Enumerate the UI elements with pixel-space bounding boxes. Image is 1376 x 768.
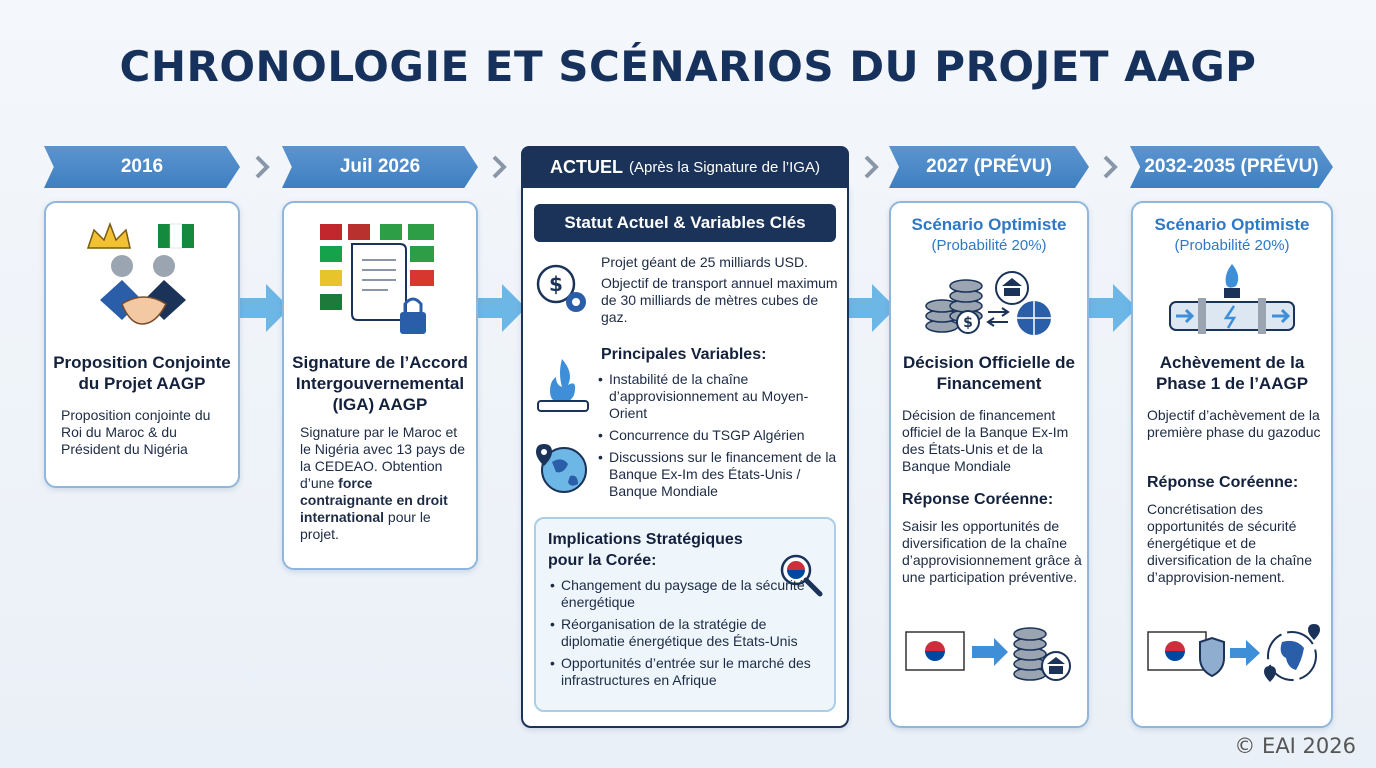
status-line-2: Objectif de transport annuel maximum de … [601, 275, 838, 325]
implication-item: Changement du paysage de la sécurité éne… [550, 577, 830, 611]
globe-location-icon [534, 440, 592, 496]
header-main-label: ACTUEL [550, 156, 624, 177]
variable-item: Instabilité de la chaîne d’approvisionne… [598, 371, 843, 422]
scenario-label: Scénario Optimiste (Probabilité 20%) [889, 214, 1089, 256]
coins-bank-globe-icon: $ [922, 266, 1056, 340]
card-text-part: Signature par le Maroc et le Nigéria ave… [300, 424, 465, 491]
chevron-right-icon [861, 152, 881, 182]
response-title: Réponse Coréenne: [1147, 474, 1299, 491]
stage-card-2016 [44, 201, 240, 488]
variable-item: Discussions sur le financement de la Ban… [598, 449, 843, 500]
implications-title: Implications Stratégiques pour la Corée: [548, 531, 743, 569]
page-title: CHRONOLOGIE ET SCÉNARIOS DU PROJET AAGP [119, 42, 1257, 91]
flow-arrow-icon [1087, 280, 1137, 336]
scenario-name: Scénario Optimiste [911, 215, 1067, 234]
card-title: Proposition Conjointe du Projet AAGP [53, 353, 231, 393]
card-title: Signature de l’Accord Intergouvernementa… [292, 353, 468, 414]
copyright: © EAI 2026 [1234, 734, 1356, 758]
nigeria-flag-icon [158, 223, 194, 249]
card-text: Proposition conjointe du Roi du Maroc & … [61, 407, 211, 457]
scenario-probability: (Probabilité 20%) [931, 237, 1047, 254]
stage-header-2027: 2027 (PRÉVU) [889, 146, 1089, 188]
header-label: 2027 (PRÉVU) [926, 156, 1052, 177]
response-title: Réponse Coréenne: [902, 491, 1054, 508]
header-sub-label: (Après la Signature de l’IGA) [629, 158, 820, 176]
implication-item: Réorganisation de la stratégie de diplom… [550, 616, 830, 650]
stage-header-2032-2035: 2032-2035 (PRÉVU) [1130, 146, 1333, 188]
card-text: Signature par le Maroc et le Nigéria ave… [300, 424, 468, 543]
korea-to-coins-icon [904, 622, 1076, 684]
header-label: 2032-2035 (PRÉVU) [1144, 156, 1319, 177]
variable-item: Concurrence du TSGP Algérien [598, 427, 843, 444]
pipeline-flame-icon [1168, 262, 1296, 336]
svg-text:$: $ [963, 315, 973, 331]
header-label: 2016 [120, 156, 164, 177]
status-line-1: Projet géant de 25 milliards USD. [601, 254, 808, 270]
response-text: Saisir les opportunités de diversificati… [902, 518, 1082, 585]
header-label: Juil 2026 [339, 156, 421, 177]
variables-title: Principales Variables: [601, 346, 767, 363]
stage-card-jul-2026 [282, 201, 478, 570]
stage-header-2016: 2016 [44, 146, 240, 188]
card-text: Objectif d’achèvement de la première pha… [1147, 407, 1321, 440]
flags-icon [320, 224, 434, 310]
implications-list: Changement du paysage de la sécurité éne… [550, 577, 830, 694]
scenario-label: Scénario Optimiste (Probabilité 20%) [1131, 214, 1333, 256]
korea-shield-africa-icon [1146, 620, 1322, 688]
crown-icon [86, 221, 131, 249]
stage-header-current: ACTUEL (Après la Signature de l’IGA) [521, 146, 849, 188]
card-text: Décision de financement officiel de la B… [902, 407, 1069, 474]
status-pill: Statut Actuel & Variables Clés [534, 204, 836, 242]
gas-pipe-icon [534, 355, 592, 415]
scenario-probability: (Probabilité 20%) [1174, 237, 1290, 254]
response-text: Concrétisation des opportunités de sécur… [1147, 501, 1312, 585]
stage-header-jul-2026: Juil 2026 [282, 146, 478, 188]
chevron-right-icon [252, 152, 272, 182]
card-title: Décision Officielle de Financement [903, 353, 1075, 393]
chevron-right-icon [489, 152, 509, 182]
dollar-gear-icon: $ [534, 262, 592, 320]
chevron-right-icon [1100, 152, 1120, 182]
document-lock-icon [318, 220, 442, 340]
card-text-part: pour le projet. [300, 509, 431, 542]
svg-text:$: $ [549, 272, 563, 296]
implication-item: Opportunités d’entrée sur le marché des … [550, 655, 830, 689]
variables-list: Instabilité de la chaîne d’approvisionne… [598, 371, 843, 505]
card-title: Achèvement de la Phase 1 de l’AAGP [1155, 353, 1309, 393]
scenario-name: Scénario Optimiste [1154, 215, 1310, 234]
card-text-bold: force contraignante en droit internation… [300, 475, 448, 525]
handshake-icon [86, 220, 202, 340]
flow-arrow-icon [240, 280, 290, 336]
flow-arrow-icon [476, 280, 526, 336]
flow-arrow-icon [846, 280, 896, 336]
